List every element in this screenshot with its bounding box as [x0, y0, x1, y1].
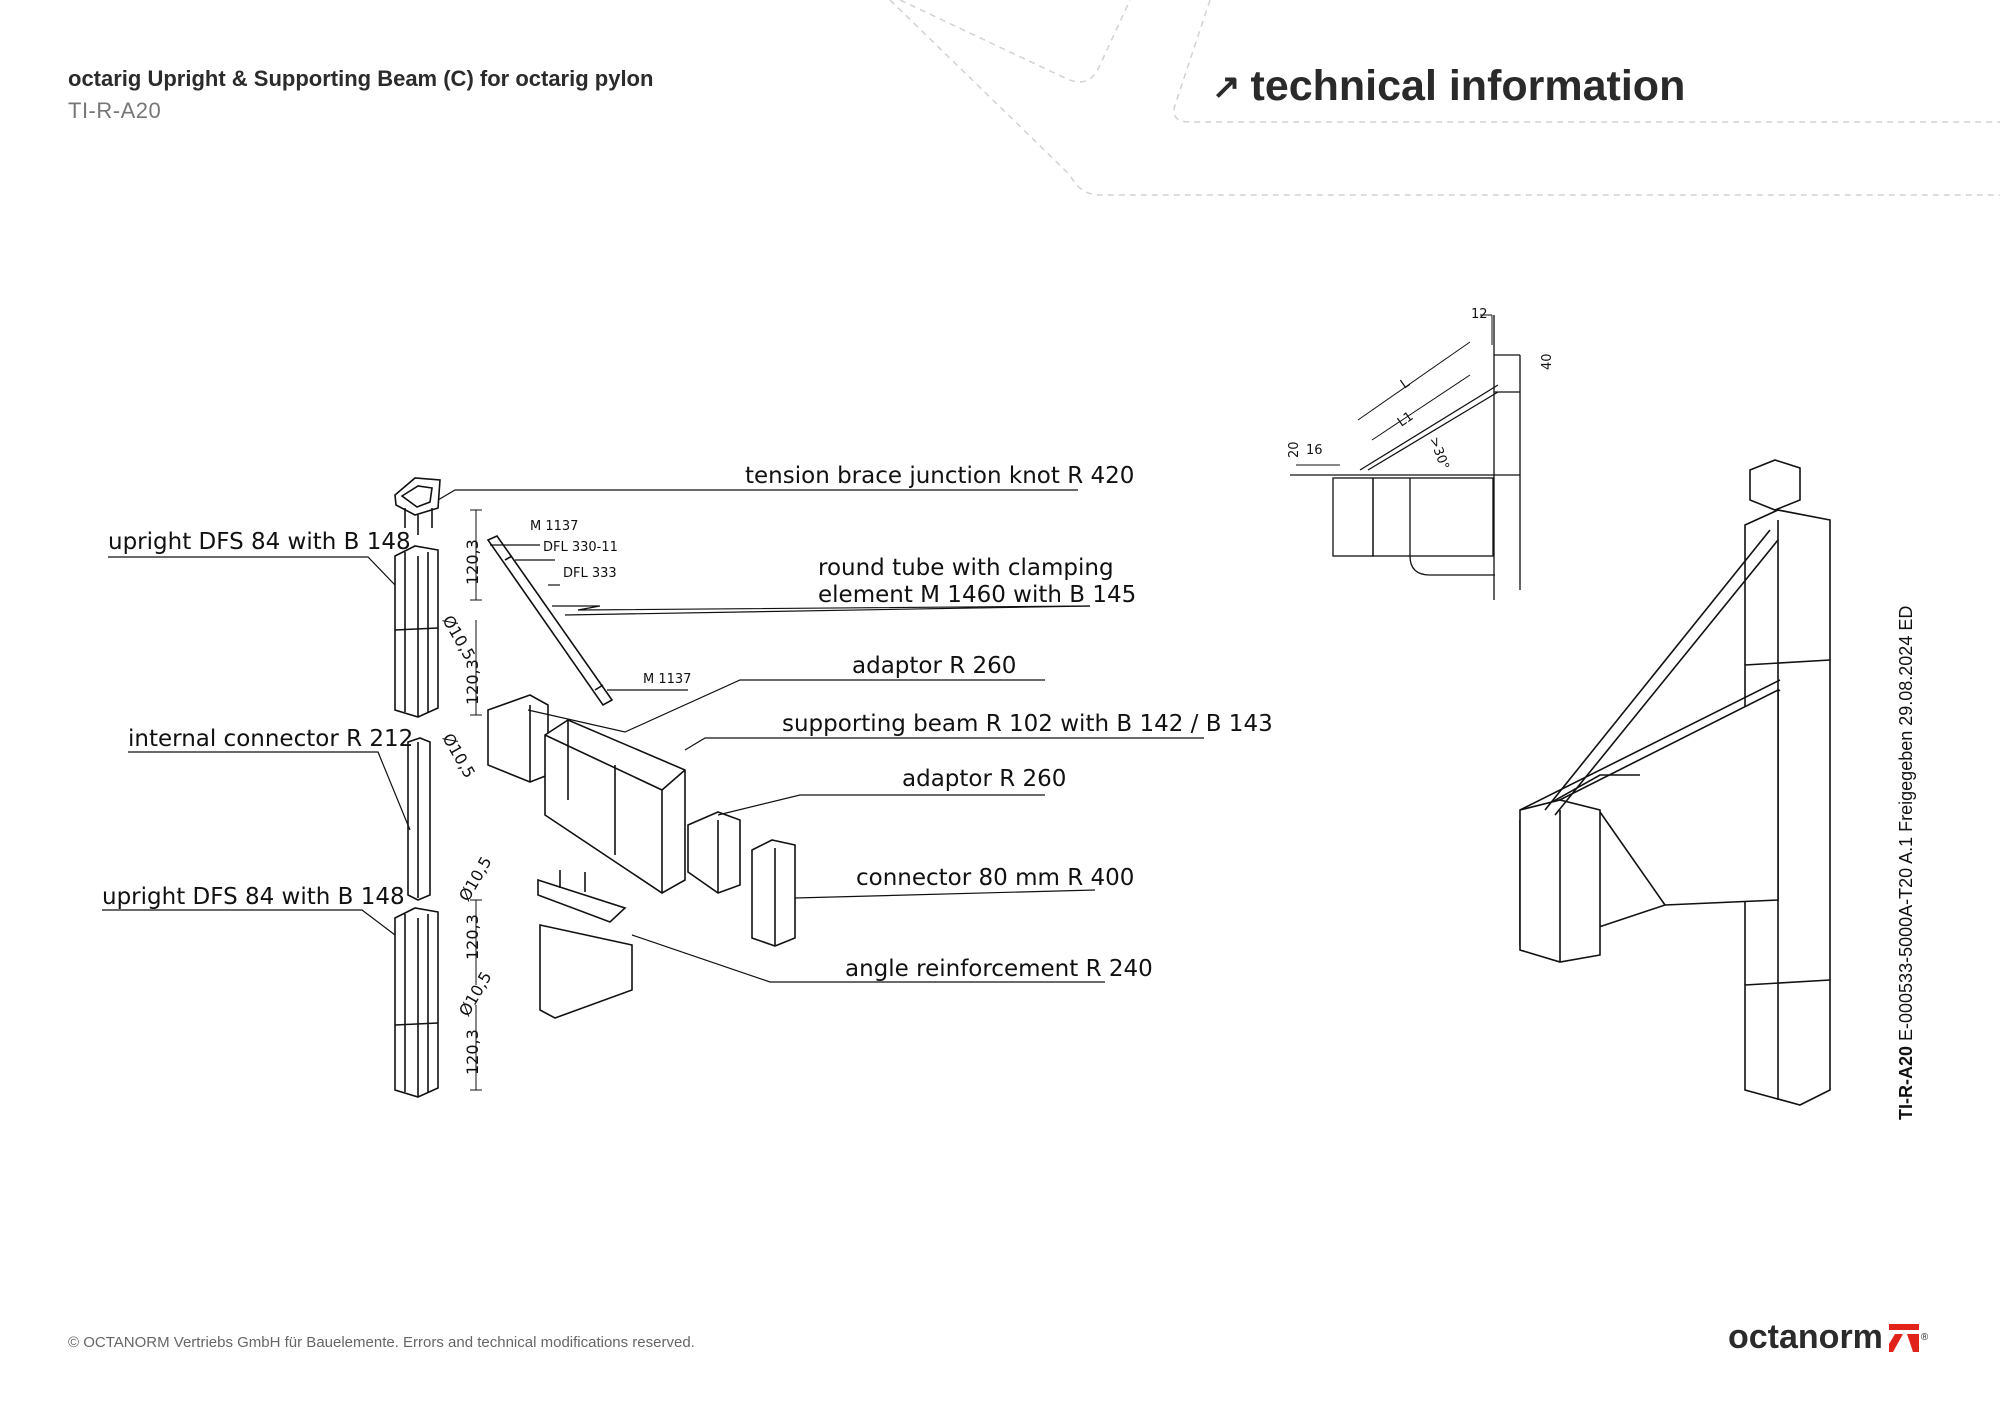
label-supporting-beam: supporting beam R 102 with B 142 / B 143: [782, 711, 1273, 737]
junction-knot: [394, 477, 441, 535]
upright-bottom: [394, 907, 439, 1098]
dim-top-20: 20: [1287, 441, 1302, 458]
dim-top-40: 40: [1540, 353, 1555, 370]
connector-80: [751, 839, 796, 947]
label-upright-bottom: upright DFS 84 with B 148: [102, 884, 405, 910]
brand-name: octanorm: [1728, 1318, 1883, 1356]
dim-120-3: 120,3: [463, 914, 482, 960]
side-reference-rest: E-000533-5000A-T20 A.1 Freigegeben 29.08…: [1896, 605, 1916, 1046]
header-decoration: [889, 0, 2000, 196]
dim-top-16: 16: [1306, 443, 1323, 458]
label-connector-80: connector 80 mm R 400: [856, 865, 1135, 891]
dim-120-2: 120,3: [463, 659, 482, 705]
dim-120-4: 120,3: [463, 1029, 482, 1075]
dimension-lines: [470, 509, 482, 1091]
assembled-view: [1519, 459, 1831, 1106]
label-adaptor-2: adaptor R 260: [902, 766, 1067, 792]
label-angle-reinforcement: angle reinforcement R 240: [845, 956, 1153, 982]
registered-mark: ®: [1920, 1332, 1929, 1343]
arrow-icon: ↗: [1212, 67, 1241, 106]
brand-mark-icon: [1888, 1323, 1919, 1352]
dim-120-1: 120,3: [463, 539, 482, 585]
exploded-view: [102, 477, 1204, 1098]
label-m1137-bottom: M 1137: [643, 672, 692, 687]
document-code: TI-R-A20: [68, 98, 162, 123]
round-tube: [486, 535, 614, 707]
label-round-tube-1: round tube with clamping: [818, 555, 1114, 581]
label-adaptor-1: adaptor R 260: [852, 653, 1017, 679]
label-dfl330: DFL 330-11: [543, 540, 618, 555]
label-internal-connector: internal connector R 212: [128, 726, 414, 752]
leader-lines: [102, 489, 1204, 983]
side-reference: TI-R-A20 E-000533-5000A-T20 A.1 Freigege…: [1896, 606, 1917, 1120]
dim-top-12: 12: [1471, 307, 1488, 322]
section-heading: ↗ technical information: [1212, 62, 1685, 111]
label-dfl333: DFL 333: [563, 566, 617, 581]
label-m1137-top: M 1137: [530, 519, 579, 534]
top-detail: [1290, 314, 1521, 600]
angle-reinforcement: [537, 870, 633, 1019]
label-tension-knot: tension brace junction knot R 420: [745, 463, 1135, 489]
adaptor-2: [687, 811, 741, 894]
internal-connector: [407, 737, 431, 901]
footer-copyright: © OCTANORM Vertriebs GmbH für Bauelement…: [68, 1334, 695, 1351]
side-reference-code: TI-R-A20: [1896, 1045, 1916, 1120]
label-round-tube-2: element M 1460 with B 145: [818, 582, 1137, 608]
label-upright-top: upright DFS 84 with B 148: [108, 529, 411, 555]
document-title: octarig Upright & Supporting Beam (C) fo…: [68, 66, 654, 91]
section-heading-label: technical information: [1250, 62, 1686, 110]
brand-logo: octanorm ®: [1728, 1318, 1928, 1357]
supporting-beam: [544, 719, 686, 894]
adaptor-1: [487, 694, 549, 783]
upright-top: [394, 545, 439, 718]
